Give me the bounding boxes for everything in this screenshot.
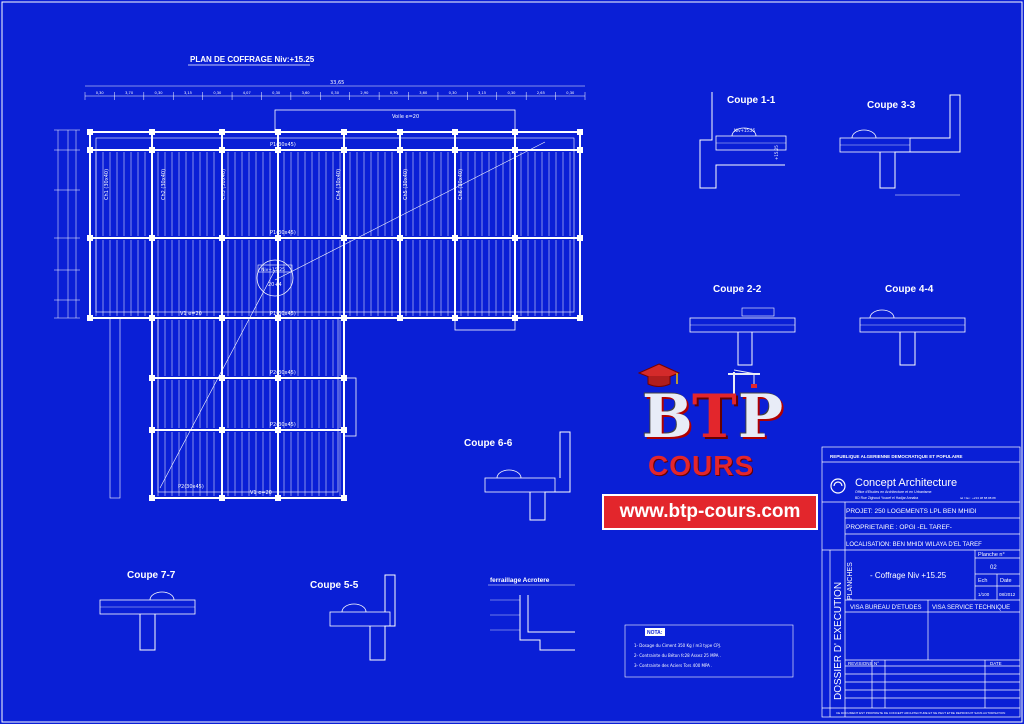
btp-cours-logo: B T P COURS www.btp-cours.com — [598, 362, 818, 534]
section-title: Coupe 4-4 — [885, 284, 934, 295]
level-tag: Niv+15.25 — [261, 267, 285, 273]
level-vertical: +15.25 — [774, 145, 779, 160]
logo-url[interactable]: www.btp-cours.com — [602, 494, 818, 530]
dimension-label: 3,70 — [125, 91, 134, 95]
floor-plan: PLAN DE COFFRAGE Niv:+15.25 33,65 0,30 3,… — [54, 55, 586, 501]
dimension-label: 0,30 — [213, 91, 222, 95]
revision-date-label: DATE — [990, 661, 1002, 666]
firm-name: Concept Architecture — [855, 477, 957, 489]
republic-header: REPUBLIQUE ALGERIENNE DEMOCRATIQUE ET PO… — [830, 454, 963, 459]
visa-service-label: VISA SERVICE TECHNIQUE — [932, 605, 1010, 611]
logo-letter-b: B — [642, 382, 693, 452]
graduation-cap-icon — [638, 363, 680, 387]
dimension-label: 0,30 — [390, 91, 399, 95]
visa-bureau-label: VISA BUREAU D'ETUDES — [850, 605, 922, 611]
beam-label: P1(30x45) — [270, 142, 296, 148]
dimension-label: 0,30 — [507, 91, 516, 95]
date-label: Date — [1000, 578, 1012, 584]
planche-label: Planche n° — [978, 552, 1005, 558]
crane-icon — [728, 369, 760, 402]
chainage-label: Ch2 (30x40) — [161, 169, 167, 200]
section-title: Coupe 1-1 — [727, 95, 776, 106]
dimension-label: 0,30 — [331, 91, 340, 95]
note-line: 1- Dosage du Ciment 350 Kg / m3 type CPJ… — [634, 643, 721, 648]
firm-subtitle: Office d'Etudes en Architecture et en Ur… — [855, 490, 932, 494]
note-title: NOTA: — [647, 630, 663, 636]
dimension-label: 2,65 — [537, 91, 545, 95]
top-dimension-chain: 0,30 3,70 0,30 3,15 0,30 4,07 0,30 3,60 0,30 2,90… — [84, 91, 586, 100]
dimension-label: 0,30 — [155, 91, 164, 95]
section-title: Coupe 7-7 — [127, 570, 176, 581]
beam-label: P1(30x45) — [270, 311, 296, 317]
logo-cours: COURS — [648, 450, 755, 481]
revision-number-label: N° — [874, 661, 879, 666]
dimension-label: 0,30 — [96, 91, 105, 95]
slab-tag: 20+4 — [268, 282, 282, 288]
beam-label: P2(30x45) — [270, 370, 296, 376]
dossier-label: DOSSIER D' EXECUTION — [833, 582, 844, 700]
section-title: Coupe 2-2 — [713, 284, 762, 295]
note-box: NOTA: 1- Dosage du Ciment 350 Kg / m3 ty… — [624, 624, 794, 678]
beam-label: P1(30x45) — [270, 230, 296, 236]
chainage-label: Ch3 (30x40) — [221, 169, 227, 200]
scale-value: 1/100 — [978, 592, 990, 597]
section-title: Coupe 6-6 — [464, 438, 513, 449]
project-line: PROJET: 250 LOGEMENTS LPL BEN MHIDI — [846, 508, 977, 515]
copyright-footer: CE DOCUMENT EST PROPRIETE DE CONCEPT ARC… — [836, 711, 1005, 715]
dimension-label: 4,07 — [243, 91, 251, 95]
slab-label: V1 e=20 — [250, 490, 272, 496]
sections: Coupe 1-1 Niv+15.25 +15.25 Coupe 3-3 Cou… — [99, 92, 966, 661]
planches-label: PLANCHES — [847, 562, 854, 600]
title-block: REPUBLIQUE ALGERIENNE DEMOCRATIQUE ET PO… — [821, 446, 1021, 718]
section-title: Coupe 3-3 — [867, 100, 916, 111]
chainage-label: Ch6 (30x40) — [458, 169, 464, 200]
logo-letter-t: T — [692, 382, 737, 452]
dimension-label: 3,60 — [302, 91, 311, 95]
callout-label: Voile e=20 — [392, 114, 419, 120]
section-title: Coupe 5-5 — [310, 580, 359, 591]
chainage-label: Ch4 (30x40) — [336, 169, 342, 200]
beam-label: P2(30x45) — [178, 484, 204, 490]
section-title: ferraillage Acrotere — [490, 577, 550, 584]
dimension-label: 0,30 — [566, 91, 575, 95]
overall-dimension: 33,65 — [330, 80, 344, 86]
firm-tel: tel / fax : +213 38 88 88 88 — [960, 496, 996, 500]
level-marker — [256, 259, 294, 297]
dimension-label: 0,30 — [272, 91, 281, 95]
lower-block-outline — [151, 317, 345, 499]
plan-title: PLAN DE COFFRAGE Niv:+15.25 — [190, 55, 315, 64]
balcony-top — [274, 109, 516, 133]
level-label: Niv+15.25 — [734, 128, 756, 133]
drawing-title: - Coffrage Niv +15.25 — [870, 571, 947, 580]
scale-label: Ech — [978, 578, 987, 584]
date-value: 08/2012 — [999, 592, 1016, 597]
dimension-label: 0,30 — [449, 91, 458, 95]
revisions-label: REVISIONS — [848, 661, 873, 666]
slab-label: V1 e=20 — [180, 311, 202, 317]
location-line: LOCALISATION: BEN MHIDI WILAYA D'EL TARE… — [846, 542, 982, 548]
dimension-label: 2,90 — [360, 91, 369, 95]
upper-block-outline — [89, 131, 581, 319]
note-line: 3- Contrainte des Aciers Tors 400 MPA . — [634, 663, 712, 668]
owner-line: PROPRIETAIRE : OPGI -EL TAREF- — [846, 524, 952, 531]
dimension-label: 3,15 — [184, 91, 192, 95]
firm-address: BD Rue Zighoud Youcef el Hadjar Annaba — [855, 496, 918, 500]
beam-label: P2(30x45) — [270, 422, 296, 428]
note-line: 2- Contrainte du Béton fc28 Assez 25 MPA… — [634, 653, 721, 658]
planche-number: 02 — [990, 565, 997, 571]
chainage-label: Ch1 (30x40) — [104, 169, 110, 200]
dimension-label: 3,60 — [419, 91, 428, 95]
chainage-label: Ch5 (30x40) — [403, 169, 409, 200]
dimension-label: 3,15 — [478, 91, 486, 95]
logo-letter-p: P — [738, 382, 784, 452]
